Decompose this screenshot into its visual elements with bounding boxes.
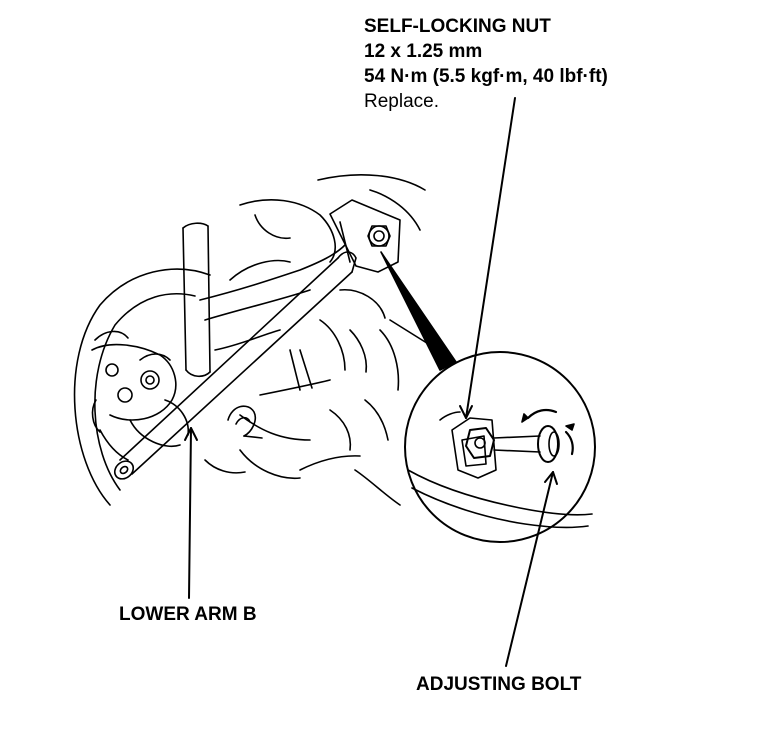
leader-self-locking-nut: [465, 97, 516, 419]
leader-lower-arm: [188, 427, 192, 599]
lower-arm-b: [113, 251, 357, 480]
clip-bracket: [227, 405, 263, 439]
self-locking-nut-note: Replace.: [364, 91, 439, 112]
knuckle-assembly: [91, 343, 190, 461]
detail-wedge: [380, 251, 457, 371]
brake-disc: [73, 268, 211, 506]
self-locking-nut-torque: 54 N·m (5.5 kgf·m, 40 lbf·ft): [364, 66, 608, 87]
subframe: [199, 174, 431, 506]
detail-circle: [404, 351, 596, 543]
self-locking-nut-size: 12 x 1.25 mm: [364, 41, 483, 62]
strut: [182, 222, 211, 378]
leader-adjusting-bolt: [505, 471, 554, 667]
lower-arm-label: LOWER ARM B: [119, 604, 257, 625]
self-locking-nut-callout: SELF-LOCKING NUT 12 x 1.25 mm 54 N·m (5.…: [364, 14, 608, 114]
mount-bracket: [329, 199, 401, 273]
leader-lines: [184, 97, 558, 667]
self-locking-nut-title: SELF-LOCKING NUT: [364, 16, 551, 37]
adjusting-bolt-label: ADJUSTING BOLT: [416, 674, 582, 695]
